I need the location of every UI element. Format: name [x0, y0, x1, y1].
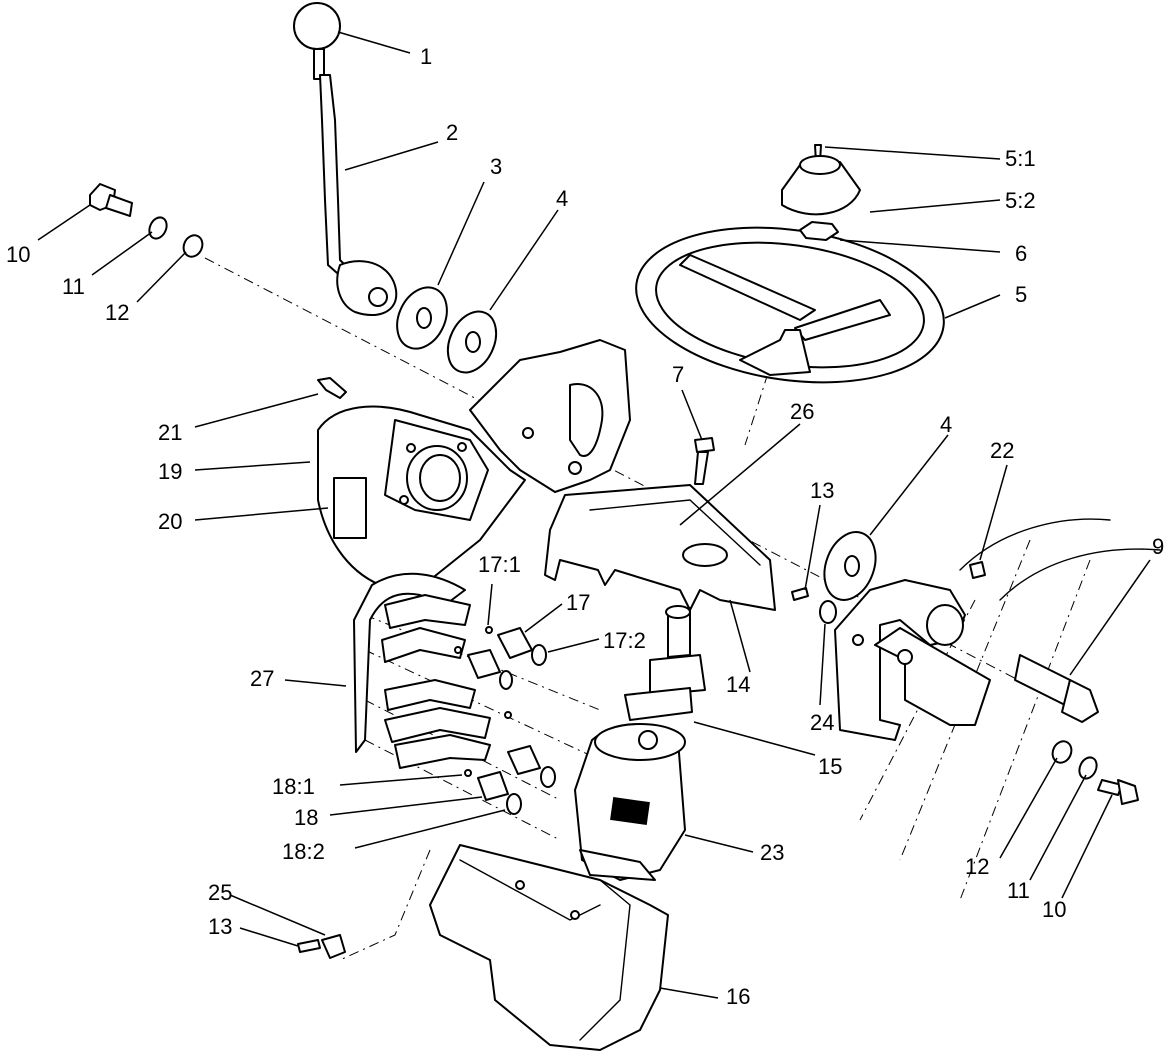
label-22: 22	[990, 438, 1014, 463]
tilt-lever	[319, 74, 398, 316]
label-16: 16	[726, 984, 750, 1009]
label-18-2: 18:2	[282, 839, 325, 864]
friction-washer-left	[446, 310, 498, 374]
label-3: 3	[490, 154, 502, 179]
cover-plate	[317, 405, 526, 586]
label-6: 6	[1015, 241, 1027, 266]
label-13-right: 13	[810, 478, 834, 503]
label-5-2: 5:2	[1005, 188, 1036, 213]
label-18-1: 18:1	[272, 774, 315, 799]
spacer-washer	[396, 286, 448, 350]
friction-washer-right	[823, 531, 877, 601]
label-2: 2	[446, 120, 458, 145]
steering-cap	[781, 155, 861, 216]
bolt-right	[1097, 779, 1139, 805]
lock-washer-left	[148, 216, 168, 240]
label-7: 7	[672, 362, 684, 387]
label-12-left: 12	[105, 300, 129, 325]
label-17-2: 17:2	[603, 628, 646, 653]
hydraulic-hoses	[381, 594, 491, 769]
label-5-1: 5:1	[1005, 146, 1036, 171]
bushing-left	[182, 234, 204, 258]
label-18: 18	[294, 805, 318, 830]
label-27: 27	[250, 666, 274, 691]
pivot-bolt-9	[1014, 654, 1099, 723]
label-13-bottom: 13	[208, 914, 232, 939]
label-15: 15	[818, 754, 842, 779]
label-4-left: 4	[556, 186, 568, 211]
label-17-1: 17:1	[478, 552, 521, 577]
hose-guard	[353, 572, 466, 753]
tilt-bracket	[469, 339, 631, 493]
bushing-right	[1051, 740, 1073, 764]
bolt-7	[694, 437, 715, 485]
set-screw-22	[969, 561, 986, 579]
label-10-right: 10	[1042, 897, 1066, 922]
label-19: 19	[158, 459, 182, 484]
label-20: 20	[158, 509, 182, 534]
lever-knob	[293, 2, 341, 80]
label-11-left: 11	[62, 274, 85, 299]
lock-washer-right	[1078, 756, 1098, 780]
steering-shaft	[624, 605, 706, 721]
label-11-right: 11	[1007, 878, 1030, 903]
leader-lines	[37, 31, 1151, 999]
fittings	[454, 626, 556, 815]
bolt-left	[89, 183, 133, 217]
label-10-left: 10	[6, 242, 30, 267]
screw-13-bottom	[297, 939, 321, 953]
tire-outline	[959, 518, 1161, 601]
screw-21	[317, 377, 347, 399]
washer-24	[819, 600, 837, 624]
label-1: 1	[420, 44, 432, 69]
screw-13-right	[791, 587, 809, 601]
label-23: 23	[760, 840, 784, 865]
label-21: 21	[158, 420, 182, 445]
steering-wheel	[635, 226, 945, 384]
callout-labels: 1 2 3 4 5:1 5:2 6 5 10 11 12 21 19 20 7 …	[6, 44, 1164, 1009]
label-14: 14	[726, 672, 750, 697]
label-26: 26	[790, 399, 814, 424]
label-25: 25	[208, 880, 232, 905]
pivot-bracket	[834, 579, 991, 741]
label-17: 17	[566, 590, 590, 615]
hex-nut	[799, 221, 839, 241]
column-support-bracket	[544, 484, 776, 611]
decal	[333, 477, 367, 539]
label-5: 5	[1015, 282, 1027, 307]
steering-valve	[574, 723, 686, 881]
label-24: 24	[810, 710, 834, 735]
label-4-right: 4	[940, 412, 952, 437]
label-9: 9	[1152, 534, 1164, 559]
clip-nut	[321, 934, 346, 959]
bottom-shroud	[429, 844, 669, 1051]
label-12-right: 12	[965, 854, 989, 879]
